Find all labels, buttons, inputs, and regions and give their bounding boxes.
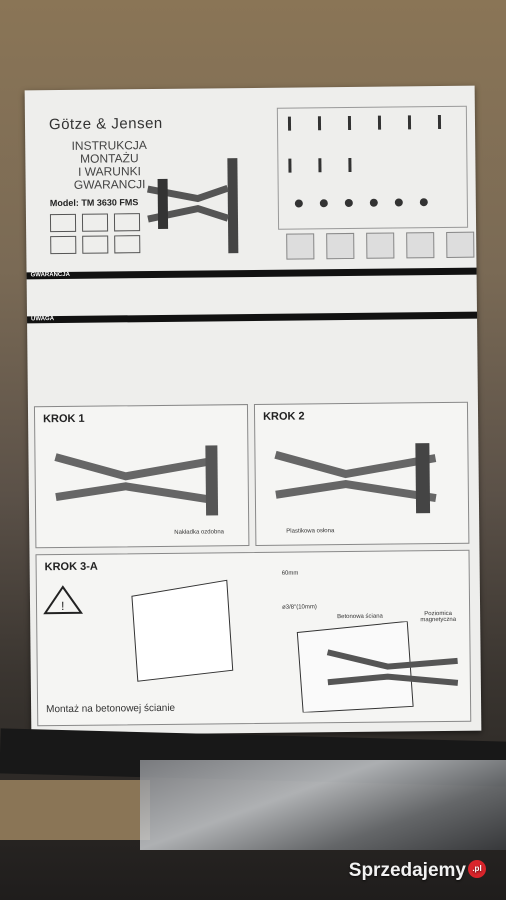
wall-drawing	[131, 579, 234, 682]
step3-panel: KROK 3-A ! 60mm ø3/8"(10mm) Betonowa ści…	[35, 549, 472, 727]
pencil-icon	[446, 231, 475, 258]
tools-row	[286, 231, 475, 260]
step3-illustration	[296, 620, 459, 713]
step2-panel: KROK 2 Plastikowa osłona	[253, 401, 470, 546]
notes-text	[33, 321, 471, 366]
wall-label: Betonowa ściana	[337, 613, 383, 621]
step1-caption: Nakładka ozdobna	[174, 529, 225, 536]
brand-name: Götze & Jensen	[48, 114, 163, 134]
plastic-bag	[140, 760, 506, 850]
spec-icon	[50, 235, 77, 255]
drill-size: ø3/8"(10mm)	[282, 604, 317, 611]
step2-caption: Plastikowa osłona	[286, 528, 335, 535]
screwdriver-icon	[326, 232, 355, 260]
spec-icons	[49, 213, 141, 255]
level-icon	[406, 232, 435, 259]
step3-footer: Montaż na betonowej ścianie	[46, 702, 176, 716]
warning-icon: !	[43, 585, 84, 615]
watermark-logo: Sprzedajemy.pl	[349, 860, 486, 882]
wrench-icon	[286, 233, 315, 260]
drill-icon	[366, 232, 395, 259]
spec-icon	[113, 213, 141, 232]
drill-depth: 60mm	[281, 570, 299, 577]
instruction-sheet: Götze & Jensen INSTRUKCJA MONTAŻU I WARU…	[24, 85, 482, 736]
step2-title: KROK 2	[263, 410, 305, 423]
guarantee-text	[33, 277, 471, 312]
spec-icon	[49, 213, 77, 233]
step1-panel: KROK 1 Nakładka ozdobna	[33, 404, 250, 549]
spec-icon	[114, 235, 141, 254]
step2-illustration	[274, 443, 437, 514]
step1-illustration	[54, 445, 219, 516]
box-flap	[0, 780, 150, 840]
spec-icon	[81, 213, 109, 232]
step3-title: KROK 3-A	[44, 560, 98, 574]
mount-arm-illustration	[147, 158, 239, 254]
hardware-parts-grid	[276, 105, 469, 230]
spec-icon	[82, 235, 109, 254]
svg-text:!: !	[61, 599, 64, 613]
model-label: Model: TM 3630 FMS	[49, 197, 139, 209]
step1-title: KROK 1	[43, 412, 85, 426]
